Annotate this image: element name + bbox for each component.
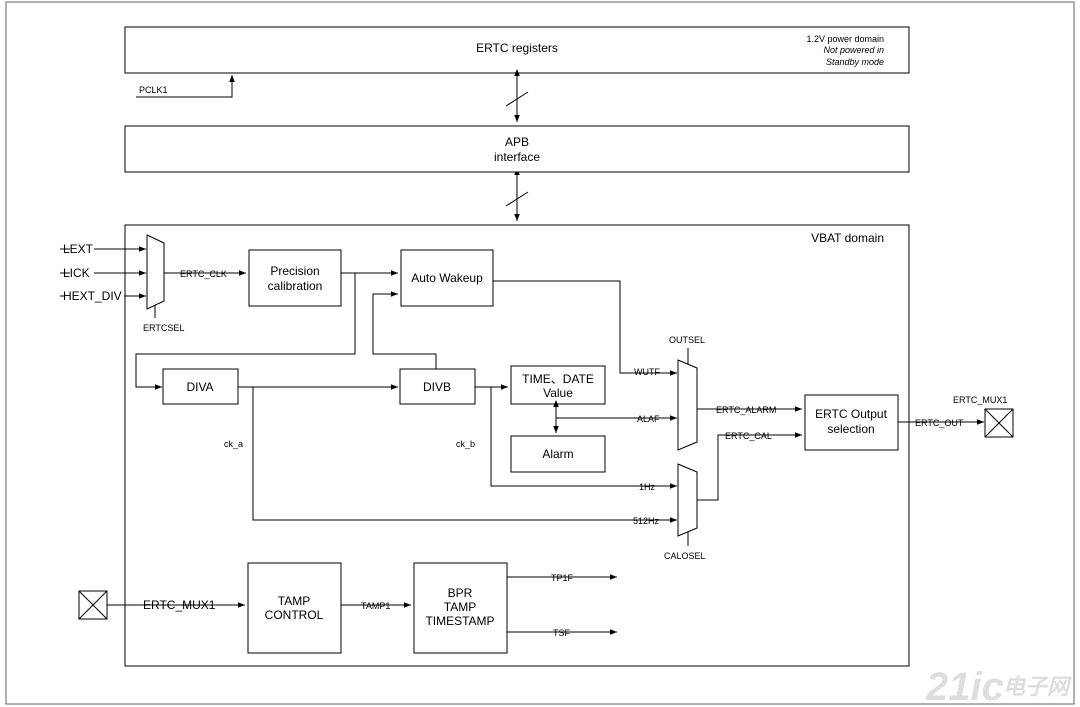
apb-label: APB [505, 135, 529, 149]
ertc-registers-label: ERTC registers [476, 41, 558, 55]
divb-block: DIVB [399, 368, 476, 405]
1hz-label: 1Hz [639, 482, 656, 492]
ertc-mux1-output-pad-icon [984, 408, 1014, 438]
divb-to-wakeup-wire [372, 291, 437, 369]
svg-text:Value: Value [543, 386, 573, 400]
svg-text:Auto Wakeup: Auto Wakeup [411, 271, 483, 285]
ertc-cal-wire [697, 432, 802, 501]
wutf-wire [493, 280, 677, 376]
ck-a-512hz-wire [252, 387, 677, 523]
watermark-logo: 21ic 电子网 [925, 665, 1072, 707]
svg-text:21ic: 21ic [925, 665, 1004, 707]
lext-label: LEXT [63, 242, 94, 256]
outsel-label: OUTSEL [669, 335, 705, 345]
interface-label: interface [494, 150, 540, 164]
alaf-label: ALAF [637, 414, 660, 424]
svg-text:TIME、DATE: TIME、DATE [522, 372, 594, 386]
svg-text:calibration: calibration [268, 279, 323, 293]
ertc-out-label: ERTC_OUT [915, 418, 964, 428]
power-domain-note-1: 1.2V power domain [806, 34, 884, 44]
ertc-mux1-input-pad-icon [78, 590, 108, 620]
wutf-label: WUTF [634, 367, 660, 377]
pclk1-signal: PCLK1 [136, 75, 235, 98]
ertc-mux1-output-label: ERTC_MUX1 [953, 395, 1007, 405]
ertc-cal-label: ERTC_CAL [725, 431, 772, 441]
svg-text:Alarm: Alarm [542, 447, 573, 461]
svg-text:TAMP: TAMP [278, 594, 310, 608]
power-domain-note-3: Standby mode [826, 57, 884, 67]
diva-block: DIVA [162, 368, 239, 405]
alarm-block: Alarm [510, 435, 606, 473]
ertc-clk-label: ERTC_CLK [180, 269, 227, 279]
page-frame [5, 1, 1075, 705]
clock-inputs: LEXT LICK HEXT_DIV [60, 242, 146, 303]
ertc-output-selection-block: ERTC Output selection [804, 394, 899, 451]
svg-text:BPR: BPR [448, 586, 473, 600]
svg-text:DIVB: DIVB [423, 380, 451, 394]
tamp1-label: TAMP1 [361, 601, 390, 611]
ertcsel-mux: ERTCSEL [143, 234, 184, 333]
512hz-label: 512Hz [633, 516, 660, 526]
tp1f-label: TP1F [551, 573, 574, 583]
bus-apb-vbat [505, 168, 529, 221]
tamp-control-block: TAMP CONTROL [247, 562, 342, 654]
ertc-registers-block: ERTC registers 1.2V power domain Not pow… [124, 26, 910, 74]
svg-text:TAMP: TAMP [444, 600, 476, 614]
apb-interface-block: APB interface [124, 125, 910, 173]
calibration-output-wires [135, 270, 398, 390]
calosel-label: CALOSEL [664, 551, 706, 561]
svg-text:电子网: 电子网 [1003, 674, 1072, 699]
auto-wakeup-block: Auto Wakeup [400, 249, 494, 307]
vbat-domain-label: VBAT domain [811, 231, 884, 245]
svg-text:selection: selection [827, 422, 874, 436]
ertc-mux1-input-label: ERTC_MUX1 [143, 598, 216, 612]
time-date-value-block: TIME、DATE Value [510, 365, 606, 405]
svg-text:Precision: Precision [270, 264, 319, 278]
hext-div-label: HEXT_DIV [63, 289, 122, 303]
outsel-mux: OUTSEL [669, 335, 705, 451]
svg-text:CONTROL: CONTROL [265, 608, 324, 622]
pclk1-label: PCLK1 [139, 85, 168, 95]
bus-registers-apb [505, 69, 529, 122]
ck-b-label: ck_b [456, 439, 475, 449]
tsf-label: TSF [553, 628, 571, 638]
lick-label: LICK [63, 266, 90, 280]
svg-text:TIMESTAMP: TIMESTAMP [425, 614, 494, 628]
svg-text:DIVA: DIVA [186, 380, 213, 394]
svg-text:ERTC Output: ERTC Output [815, 407, 887, 421]
ck-a-label: ck_a [224, 439, 243, 449]
ck-b-1hz-wire [490, 387, 677, 489]
bpr-tamp-timestamp-block: BPR TAMP TIMESTAMP [413, 562, 508, 654]
ertc-alarm-label: ERTC_ALARM [716, 405, 776, 415]
calosel-mux: CALOSEL [664, 463, 706, 561]
precision-calibration-block: Precision calibration [248, 249, 342, 307]
power-domain-note-2: Not powered in [823, 45, 884, 55]
ertcsel-label: ERTCSEL [143, 323, 184, 333]
